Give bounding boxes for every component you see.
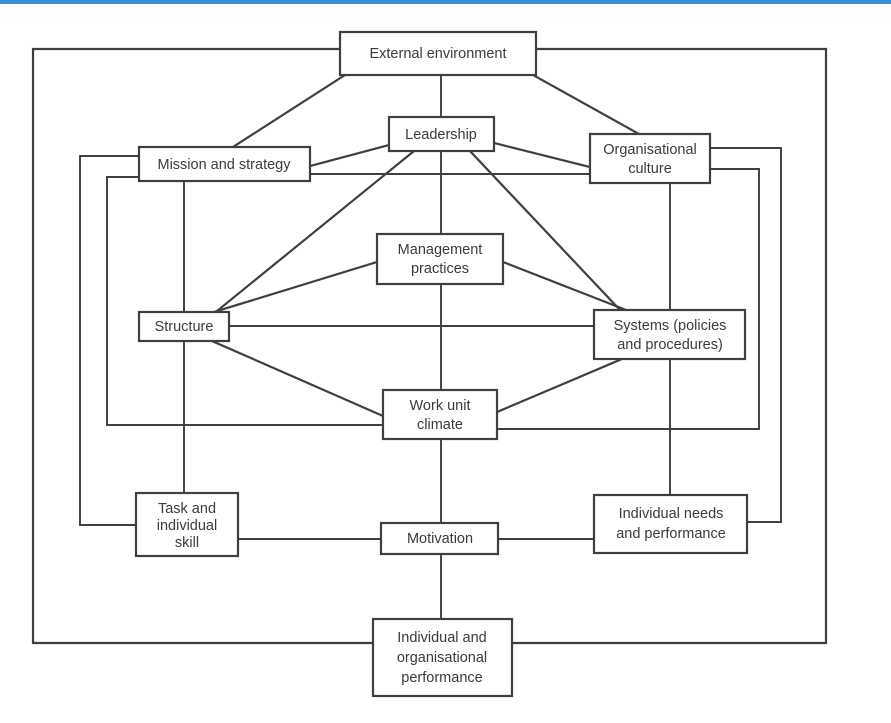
link-external-mission: [231, 73, 347, 149]
node-label-mission-and-strategy: Mission and strategy: [158, 157, 292, 173]
burke-litwin-diagram: External environment Leadership Mission …: [31, 30, 828, 698]
node-label-org-perf-line1: Individual and: [397, 630, 487, 646]
node-label-structure: Structure: [155, 319, 214, 335]
node-label-task-line2: individual: [157, 518, 217, 534]
node-individual-needs-and-performance[interactable]: Individual needs and performance: [592, 493, 749, 555]
culture-climate-loop: [496, 168, 760, 430]
node-label-work-unit-climate-line2: climate: [417, 417, 463, 433]
mission-task-loop: [79, 155, 140, 526]
node-task-and-individual-skill[interactable]: Task and individual skill: [134, 491, 240, 558]
outer-feedback-frame-right: [510, 47, 828, 645]
node-label-org-perf-line2: organisational: [397, 650, 487, 666]
node-motivation[interactable]: Motivation: [379, 521, 500, 556]
top-accent-rule: [0, 0, 891, 4]
node-mission-and-strategy[interactable]: Mission and strategy: [137, 145, 312, 183]
diagram-canvas: External environment Leadership Mission …: [0, 4, 891, 723]
link-systems-climate: [495, 357, 624, 414]
node-individual-and-organisational-performance[interactable]: Individual and organisational performanc…: [371, 617, 514, 698]
mission-climate-loop: [106, 176, 384, 426]
node-label-management-practices-line2: practices: [411, 261, 469, 277]
vertical-spine-lines: [183, 74, 671, 620]
node-label-systems-line2: and procedures): [617, 337, 723, 353]
node-label-organisational-culture-line1: Organisational: [603, 142, 697, 158]
node-label-leadership: Leadership: [405, 127, 477, 143]
node-label-task-line3: skill: [175, 535, 199, 551]
node-label-needs-line1: Individual needs: [619, 506, 724, 522]
node-systems[interactable]: Systems (policies and procedures): [592, 308, 747, 361]
link-leadership-culture: [492, 141, 592, 169]
node-work-unit-climate[interactable]: Work unit climate: [381, 388, 499, 441]
culture-needs-loop: [709, 147, 782, 523]
node-label-org-perf-line3: performance: [401, 670, 482, 686]
link-external-culture: [531, 73, 641, 136]
node-label-task-line1: Task and: [158, 501, 216, 517]
diagonal-lines: [210, 73, 641, 418]
node-leadership[interactable]: Leadership: [387, 115, 496, 153]
node-label-external-environment: External environment: [369, 46, 506, 62]
link-leadership-systems: [468, 149, 622, 312]
link-management-structure: [212, 260, 379, 314]
link-management-systems: [501, 260, 628, 312]
feedback-loop-lines: [31, 47, 828, 645]
outer-feedback-frame: [31, 47, 375, 645]
node-label-needs-line2: and performance: [616, 526, 726, 542]
node-label-work-unit-climate-line1: Work unit: [410, 398, 471, 414]
node-label-motivation: Motivation: [407, 531, 473, 547]
node-label-management-practices-line1: Management: [398, 242, 483, 258]
node-external-environment[interactable]: External environment: [338, 30, 538, 77]
link-structure-climate: [210, 339, 385, 418]
link-leadership-mission: [308, 143, 391, 168]
node-management-practices[interactable]: Management practices: [375, 232, 505, 286]
node-label-organisational-culture-line2: culture: [628, 161, 672, 177]
node-organisational-culture[interactable]: Organisational culture: [588, 132, 712, 185]
horizontal-lines: [228, 173, 595, 540]
link-leadership-structure: [215, 149, 416, 313]
node-structure[interactable]: Structure: [137, 310, 231, 343]
node-label-systems-line1: Systems (policies: [614, 318, 727, 334]
